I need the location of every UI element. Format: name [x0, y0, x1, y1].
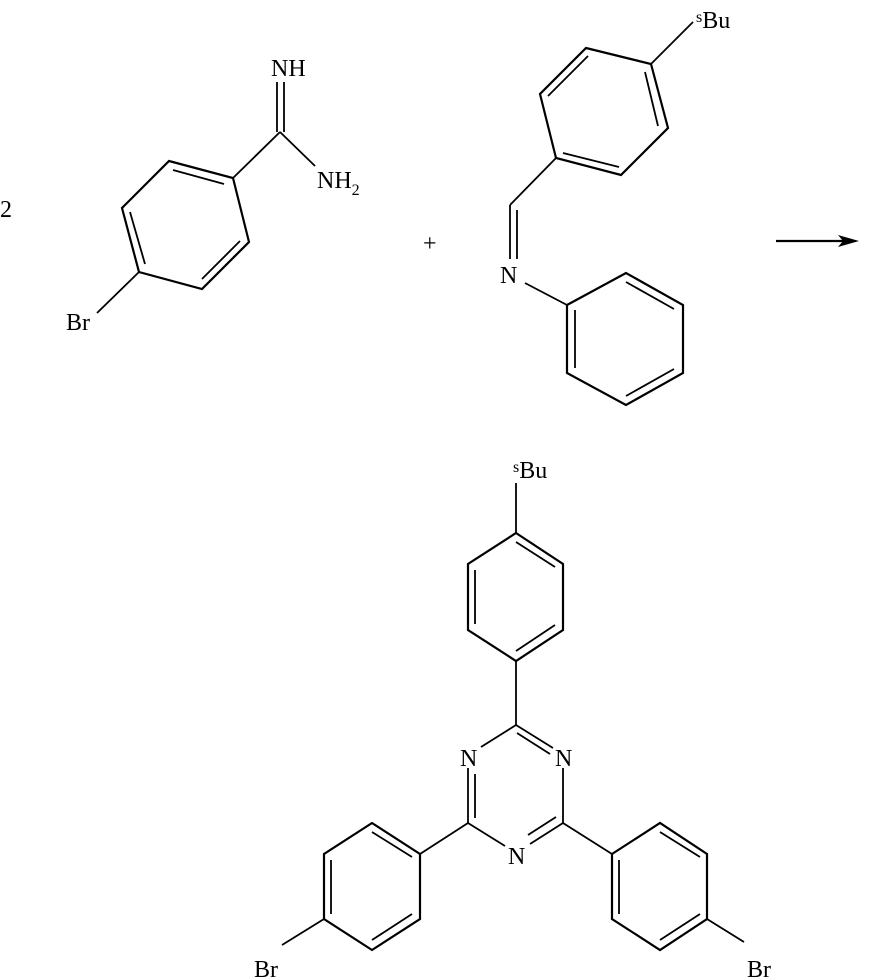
double-bond: [562, 152, 620, 168]
double-bond: [172, 169, 225, 185]
double-bond: [129, 211, 146, 265]
single-bond: [279, 131, 316, 167]
double-bond: [371, 913, 413, 941]
bromine-right-label: Br: [747, 957, 771, 980]
triazine-n2-label: N: [555, 746, 572, 772]
bromine-label: Br: [66, 310, 90, 336]
benzene-ring: [120, 159, 251, 291]
triazine-n3-label: N: [508, 844, 525, 870]
double-bond: [516, 732, 551, 755]
single-bond: [281, 918, 325, 946]
double-bond: [515, 624, 556, 652]
imine-nitrogen-label: N: [500, 263, 517, 289]
single-bond: [706, 918, 745, 943]
single-bond: [562, 822, 613, 855]
reactant-bromobenzamidine: 2 NH NH2 Br: [0, 56, 360, 336]
right-phenyl-ring: [610, 821, 709, 952]
ring-bond: [515, 724, 554, 749]
double-bond: [659, 913, 701, 941]
bromine-left-label: Br: [254, 957, 278, 980]
double-bond: [371, 831, 413, 858]
double-bond: [515, 541, 556, 568]
product-triazine: sBu N N N Br Br: [254, 458, 771, 980]
top-phenyl-ring: [466, 531, 565, 663]
triazine-n1-label: N: [460, 746, 477, 772]
single-bond: [96, 271, 140, 314]
reactant-imine: sBu N: [500, 8, 730, 407]
benzene-ring: [538, 46, 670, 177]
double-bond: [527, 816, 557, 836]
ring-bond: [467, 822, 506, 847]
double-bond: [547, 55, 589, 97]
ring-bond: [480, 724, 517, 748]
single-bond: [650, 21, 694, 65]
right-arrow-icon: [776, 235, 859, 247]
stoichiometric-coefficient: 2: [0, 197, 12, 223]
single-bond: [419, 822, 469, 855]
sec-butyl-label: sBu: [513, 458, 547, 484]
sec-butyl-label: sBu: [696, 8, 730, 34]
plus-sign: +: [423, 231, 437, 257]
single-bond: [524, 282, 568, 306]
phenyl-ring: [565, 271, 685, 407]
imine-nh-label: NH: [271, 56, 306, 82]
double-bond: [201, 240, 241, 280]
amine-nh2-label: NH2: [317, 168, 360, 199]
double-bond: [659, 831, 701, 858]
double-bond: [625, 281, 675, 310]
double-bond: [644, 71, 659, 127]
single-bond: [232, 131, 281, 179]
left-phenyl-ring: [322, 821, 422, 952]
double-bond: [625, 368, 675, 397]
ring-bond: [529, 822, 564, 845]
single-bond: [509, 157, 557, 206]
